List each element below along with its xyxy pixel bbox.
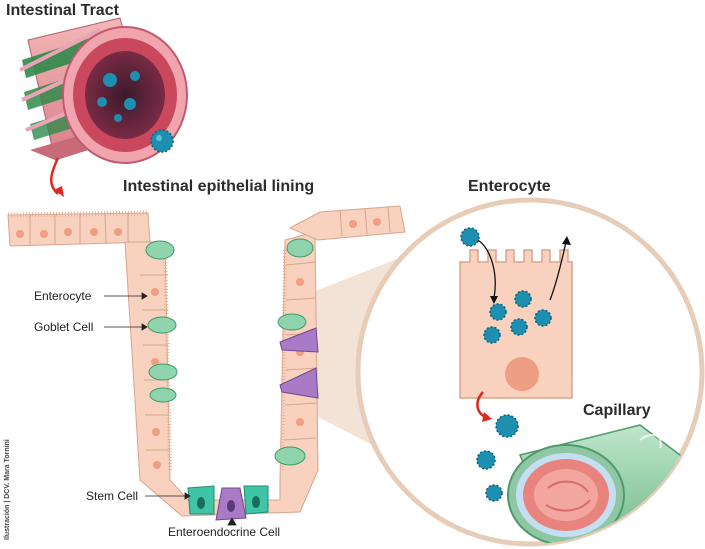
epithelial-lining: [7, 205, 406, 521]
title-enterocyte: Enterocyte: [468, 178, 551, 195]
label-goblet-cell: Goblet Cell: [34, 320, 94, 334]
black-arrow-icon: [477, 239, 567, 301]
virus-icon: [150, 129, 174, 153]
illustration-credit: Ilustración | DCV. Mara Tornini: [4, 439, 11, 540]
label-enteroendocrine-cell: Enteroendocrine Cell: [168, 525, 281, 539]
label-stem-cell: Stem Cell: [86, 489, 139, 503]
label-enterocyte: Enterocyte: [34, 289, 92, 303]
red-arrow-icon: [50, 157, 60, 195]
virus-icon: [460, 227, 480, 247]
title-epithelial-lining: Intestinal epithelial lining: [123, 178, 315, 195]
leader-lines: [104, 292, 237, 526]
title-capillary: Capillary: [583, 402, 651, 419]
intestinal-tract-illustration: [19, 17, 188, 164]
title-intestinal-tract: Intestinal Tract: [6, 2, 119, 19]
